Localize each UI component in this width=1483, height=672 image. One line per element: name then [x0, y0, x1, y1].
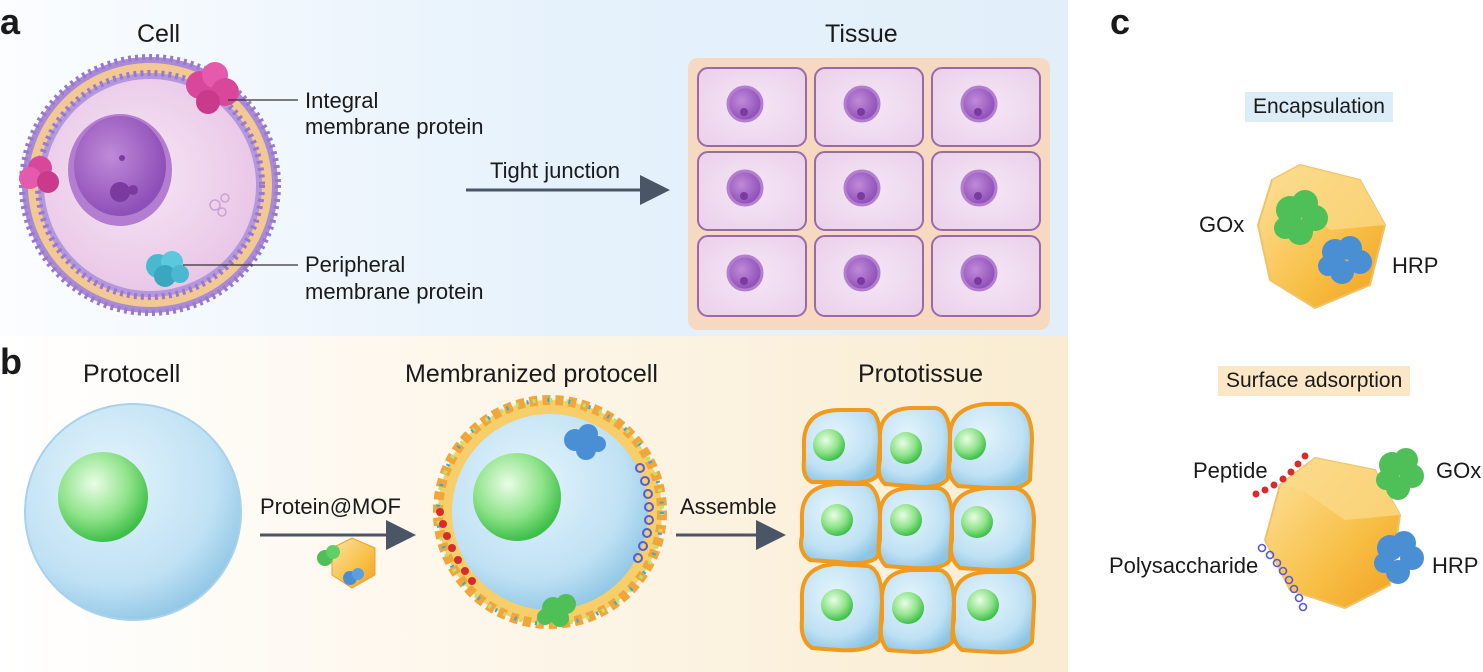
surface-adsorption-mof-illustration: [1252, 448, 1424, 612]
polysaccharide-label: Polysaccharide: [1109, 553, 1259, 578]
encapsulation-title: Encapsulation: [1245, 92, 1393, 122]
peptide-label: Peptide: [1193, 458, 1268, 483]
protein-mof-label: Protein@MOF: [260, 494, 401, 519]
tissue-grid: [688, 58, 1050, 330]
peripheral-label-line2: membrane protein: [305, 279, 484, 304]
panel-letter-a: a: [0, 1, 21, 42]
hrp-label-top: HRP: [1392, 253, 1439, 278]
integral-label-line1: Integral: [305, 88, 379, 113]
tissue-title: Tissue: [825, 20, 898, 48]
peripheral-label-line1: Peripheral: [305, 252, 406, 277]
encapsulation-mof-illustration: [1256, 163, 1387, 310]
surface-adsorption-title: Surface adsorption: [1218, 366, 1411, 396]
protocell-illustration: [24, 403, 242, 621]
prototissue-title: Prototissue: [858, 360, 984, 388]
prototissue-illustration: [799, 402, 1037, 655]
integral-protein-icon: [19, 62, 239, 193]
tight-junction-label: Tight junction: [490, 158, 621, 183]
hrp-enzyme-icon: [1318, 236, 1372, 284]
protocell-title: Protocell: [83, 360, 181, 388]
gox-enzyme-icon: [1274, 190, 1328, 245]
membranized-protocell-illustration: [433, 395, 667, 629]
panel-letter-b: b: [0, 341, 22, 382]
membranized-protocell-title: Membranized protocell: [405, 360, 658, 388]
integral-label-line2: membrane protein: [305, 114, 484, 139]
peripheral-protein-icon: [146, 251, 189, 287]
gox-label-bottom: GOx: [1436, 458, 1482, 483]
hrp-label-bottom: HRP: [1432, 553, 1479, 578]
cell-title: Cell: [137, 20, 181, 48]
assemble-label: Assemble: [680, 494, 777, 519]
panel-letter-c: c: [1110, 1, 1131, 42]
mof-crystal-icon: [317, 537, 376, 589]
gox-label-top: GOx: [1199, 212, 1245, 237]
